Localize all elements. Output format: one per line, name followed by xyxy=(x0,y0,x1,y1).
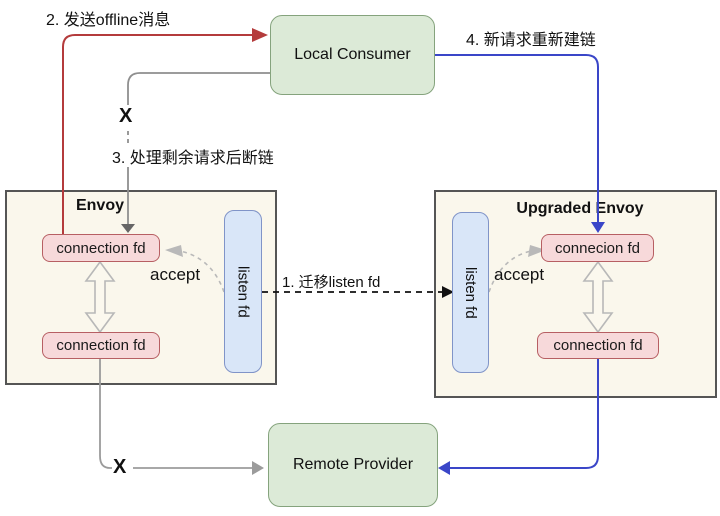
accept-label-right: accept xyxy=(494,265,545,284)
remote-provider-node: Remote Provider xyxy=(268,423,438,507)
accept-arrow-right xyxy=(488,245,546,293)
step2-label: 2. 发送offline消息 xyxy=(46,12,171,29)
x-mark-bottom: X xyxy=(113,456,127,478)
envoy-title: Envoy xyxy=(75,197,124,214)
step3-label: 3. 处理剩余请求后断链 xyxy=(112,150,274,167)
upgraded-envoy-listen-fd: listen fd xyxy=(452,212,489,373)
envoy-connection-fd-top: connection fd xyxy=(42,234,160,262)
local-consumer-node: Local Consumer xyxy=(270,15,435,95)
rebuild-connection-arrow-bottom xyxy=(438,359,599,475)
bidirectional-arrow-left xyxy=(84,260,116,334)
upgraded-envoy-title: Upgraded Envoy xyxy=(516,200,644,217)
local-consumer-label: Local Consumer xyxy=(294,46,411,63)
rebuild-connection-arrow-top xyxy=(435,54,605,233)
envoy-connection-fd-bottom: connection fd xyxy=(42,332,160,359)
old-provider-line xyxy=(99,359,264,475)
accept-label-left: accept xyxy=(150,265,201,284)
step4-label: 4. 新请求重新建链 xyxy=(466,32,596,49)
remote-provider-label: Remote Provider xyxy=(292,456,414,473)
migrate-listenfd-arrow xyxy=(262,286,454,298)
step1-label: 1. 迁移listen fd xyxy=(282,274,381,291)
upgraded-envoy-connection-fd-bottom: connection fd xyxy=(537,332,659,359)
bidirectional-arrow-right xyxy=(582,260,614,334)
accept-arrow-left xyxy=(165,245,225,293)
disconnect-line xyxy=(121,72,270,233)
envoy-listen-fd: listen fd xyxy=(224,210,262,373)
offline-message-arrow xyxy=(62,28,268,234)
x-mark-top: X xyxy=(119,105,133,127)
upgraded-envoy-connection-fd-top: connecion fd xyxy=(541,234,654,262)
